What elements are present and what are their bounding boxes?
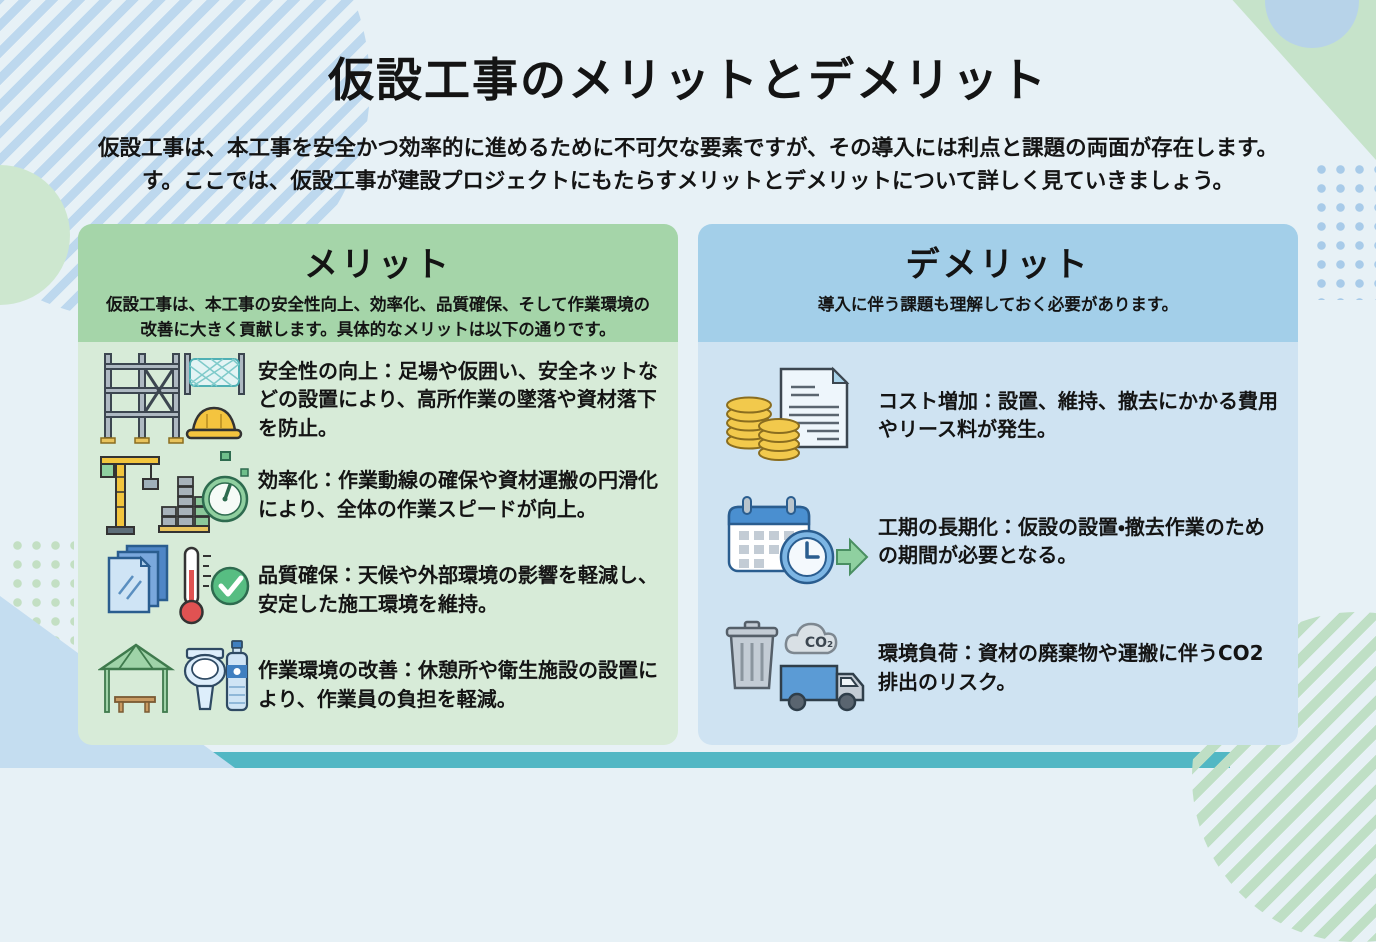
merit-item: 安全性の向上：足場や仮囲い、安全ネットなどの設置により、高所作業の墜落や資材落下… [90,352,660,447]
trash-co2-truck-icon: CO₂ [710,618,878,718]
merit-item-text: 安全性の向上：足場や仮囲い、安全ネットなどの設置により、高所作業の墜落や資材落下… [258,358,658,440]
demerits-body: コスト増加：設置、維持、撤去にかかる費用やリース料が発生。 [698,342,1298,745]
merit-item: 効率化：作業動線の確保や資材運搬の円滑化により、全体の作業スピードが向上。 [90,447,660,542]
demerits-title: デメリット [905,245,1091,285]
demerit-item-text: 環境負荷：資材の廃棄物や運搬に伴うCO2排出のリスク。 [878,641,1264,694]
merit-item-text: 作業環境の改善：休憩所や衛生施設の設置により、作業員の負担を軽減。 [258,657,658,711]
slide: 仮設工事のメリットとデメリット 仮設工事は、本工事を安全かつ効率的に進めるために… [0,53,1376,745]
merits-header: メリット 仮設工事は、本工事の安全性向上、効率化、品質確保、そして作業環境の改善… [78,224,678,342]
demerit-item: 工期の長期化：仮設の設置・撤去作業のための期間が必要となる。 [710,491,1280,591]
calendar-clock-arrow-icon [710,491,878,591]
merits-card: メリット 仮設工事は、本工事の安全性向上、効率化、品質確保、そして作業環境の改善… [78,224,678,745]
demerits-subtitle: 導入に伴う課題も理解しておく必要があります。 [817,295,1179,314]
merits-title: メリット [304,245,452,285]
merit-item: 作業環境の改善：休憩所や衛生施設の設置により、作業員の負担を軽減。 [90,637,660,732]
documents-thermometer-check-icon [90,542,258,637]
page-title: 仮設工事のメリットとデメリット [328,53,1048,107]
demerit-item: コスト増加：設置、維持、撤去にかかる費用やリース料が発生。 [710,365,1280,465]
demerit-item-text: コスト増加：設置、維持、撤去にかかる費用やリース料が発生。 [878,388,1278,442]
demerits-header: デメリット 導入に伴う課題も理解しておく必要があります。 [698,224,1298,342]
coins-invoice-icon [710,365,878,465]
merits-body: 安全性の向上：足場や仮囲い、安全ネットなどの設置により、高所作業の墜落や資材落下… [78,342,678,745]
merit-item-text: 品質確保：天候や外部環境の影響を軽減し、安定した施工環境を維持。 [258,562,658,616]
shelter-toilet-bottle-icon [90,637,258,732]
scaffolding-net-helmet-icon [90,352,258,447]
teal-strip-bottom [90,752,1230,768]
crane-materials-stopwatch-icon [90,447,258,542]
merits-subtitle: 仮設工事は、本工事の安全性向上、効率化、品質確保、そして作業環境の改善に大きく貢… [106,295,651,339]
intro-line-1: 仮設工事は、本工事を安全かつ効率的に進めるために不可欠な要素ですが、その導入には… [98,136,1278,161]
demerits-card: デメリット 導入に伴う課題も理解しておく必要があります。 [698,224,1298,745]
intro-line-2: す。ここでは、仮設工事が建設プロジェクトにもたらすメリットとデメリットについて詳… [142,169,1234,195]
merit-item-text: 効率化：作業動線の確保や資材運搬の円滑化により、全体の作業スピードが向上。 [258,467,658,521]
dot-grid-right [1312,160,1376,300]
demerit-item: CO₂ 環境負荷：資材の廃棄物や運搬に伴うCO2排出のリスク。 [710,618,1280,718]
merit-item: 品質確保：天候や外部環境の影響を軽減し、安定した施工環境を維持。 [90,542,660,637]
intro-text: 仮設工事は、本工事を安全かつ効率的に進めるために不可欠な要素ですが、その導入には… [0,132,1376,199]
co2-label: CO₂ [805,635,833,651]
demerit-item-text: 工期の長期化：仮設の設置・撤去作業のための期間が必要となる。 [878,514,1265,568]
